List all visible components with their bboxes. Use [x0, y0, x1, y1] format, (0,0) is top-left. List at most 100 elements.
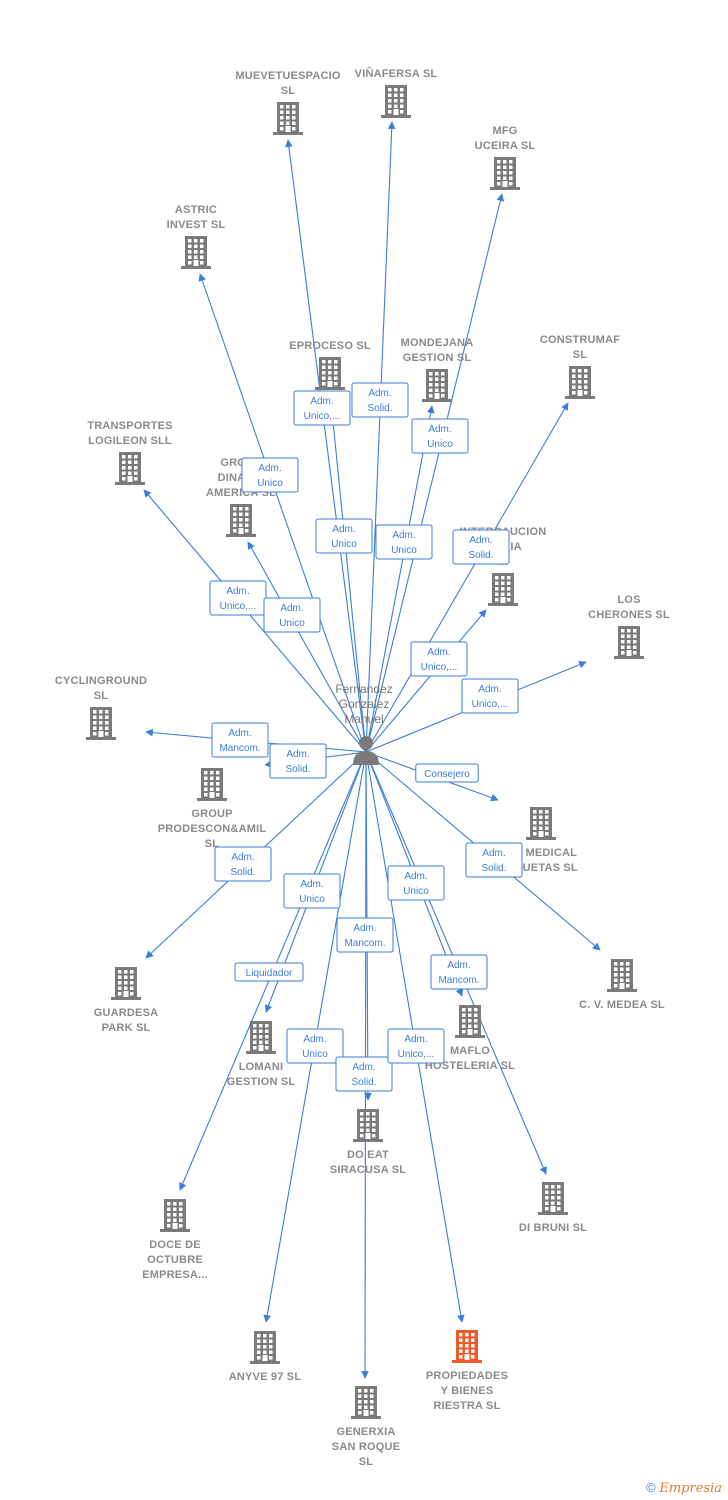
company-node-propiedades[interactable]: PROPIEDADES Y BIENES RIESTRA SL: [426, 1330, 508, 1412]
company-node-medical[interactable]: ...V MEDICAL...QUETAS SL: [504, 807, 578, 874]
building-icon: [488, 573, 518, 606]
edge-role-text: Adm.: [469, 535, 492, 546]
company-name: MUEVETUESPACIO: [235, 70, 341, 82]
company-node-vinafersa[interactable]: VIÑAFERSA SL: [355, 67, 438, 118]
company-name: INVEST SL: [167, 219, 226, 231]
edge-role-badge[interactable]: Adm.Unico: [263, 597, 321, 633]
edge-role-badge[interactable]: Adm.Solid.: [214, 846, 272, 882]
edge-role-text: Unico: [257, 478, 283, 489]
company-name: EMPRESA...: [142, 1269, 208, 1281]
edge-vinafersa: [365, 121, 396, 753]
building-icon: [250, 1331, 280, 1364]
edge-role-text: Adm.: [478, 684, 501, 695]
edge-construmaf: [365, 402, 569, 753]
edge-role-badge[interactable]: Adm.Unico: [411, 418, 469, 454]
company-name: PROPIEDADES: [426, 1370, 508, 1382]
edge-role-badge[interactable]: Adm.Unico,...: [293, 390, 351, 426]
edge-transportes: [143, 489, 367, 753]
edge-role-badge[interactable]: Adm.Unico: [241, 457, 299, 493]
building-icon: [273, 102, 303, 135]
building-icon: [86, 707, 116, 740]
edge-role-badge[interactable]: Adm.Solid.: [351, 382, 409, 418]
edge-role-badge[interactable]: Adm.Unico: [375, 524, 433, 560]
edge-mfg: [365, 193, 505, 753]
company-name: ANYVE 97 SL: [229, 1371, 302, 1383]
edge-role-text: Solid.: [230, 867, 255, 878]
edge-role-badge[interactable]: Adm.Unico: [315, 518, 373, 554]
edge-role-text: Unico,...: [421, 662, 458, 673]
edge-mondejana: [365, 405, 435, 753]
company-name: LOMANI: [239, 1061, 284, 1073]
company-node-anyve[interactable]: ANYVE 97 SL: [229, 1331, 302, 1383]
edge-role-badge[interactable]: Adm.Unico: [283, 873, 341, 909]
edge-role-badge[interactable]: Adm.Unico: [387, 865, 445, 901]
company-name: Y BIENES: [441, 1385, 494, 1397]
company-name: EPROCESO SL: [289, 340, 371, 352]
edge-role-text: Adm.: [404, 871, 427, 882]
edge-role-badge[interactable]: Adm.Unico,...: [410, 641, 468, 677]
edge-role-badge[interactable]: Liquidador: [234, 962, 304, 982]
company-node-doce-octubre[interactable]: DOCE DEOCTUBREEMPRESA...: [142, 1199, 208, 1281]
company-node-di-bruni[interactable]: DI BRUNI SL: [519, 1182, 587, 1234]
edge-role-badge[interactable]: Adm.Solid.: [452, 529, 510, 565]
edge-eproceso: [329, 390, 367, 753]
edge-role-badge[interactable]: Adm.Mancom.: [211, 722, 269, 758]
edge-role-badge[interactable]: Adm. Solid.: [335, 1056, 393, 1092]
edge-role-badge[interactable]: Adm.Unico,...: [387, 1028, 445, 1064]
edge-role-badge[interactable]: Adm. Unico,...: [461, 678, 519, 714]
copyright-icon: ©: [646, 1480, 656, 1495]
edge-role-text: Adm.: [392, 530, 415, 541]
edge-role-text: Adm.: [482, 848, 505, 859]
edge-role-text: Adm.: [353, 923, 376, 934]
building-icon: [226, 504, 256, 537]
company-name: RIESTRA SL: [434, 1400, 501, 1412]
company-node-cv-medea[interactable]: C. V. MEDEA SL: [579, 959, 665, 1011]
edge-role-text: Unico,...: [472, 699, 509, 710]
company-name: DI BRUNI SL: [519, 1222, 587, 1234]
edge-role-badge[interactable]: Adm.Unico,...: [209, 580, 267, 616]
edge-role-text: Adm.: [352, 1062, 375, 1073]
building-icon: [452, 1330, 482, 1363]
person-name: Fernandez: [335, 682, 392, 696]
edge-role-text: Adm.: [303, 1034, 326, 1045]
building-icon: [538, 1182, 568, 1215]
company-name: ...QUETAS SL: [504, 862, 578, 874]
edge-role-badge[interactable]: Adm.Solid.: [269, 743, 327, 779]
company-name: PRODESCON&AMIL: [158, 823, 267, 835]
edge-role-badge[interactable]: Consejero: [415, 763, 479, 783]
edge-role-badge[interactable]: Adm.Mancom.: [336, 917, 394, 953]
building-icon: [381, 85, 411, 118]
building-icon: [115, 452, 145, 485]
edge-role-badge[interactable]: Adm.Solid.: [465, 842, 523, 878]
person-name: Manuel: [344, 712, 383, 726]
person-name: Gonzalez: [339, 697, 390, 711]
edge-role-text: Solid.: [351, 1077, 376, 1088]
edge-group-dinamic: [247, 541, 367, 753]
edge-role-badge[interactable]: Adm.Mancom.: [430, 954, 488, 990]
company-node-eproceso[interactable]: EPROCESO SL: [289, 340, 371, 390]
company-name: MFG: [492, 125, 517, 137]
brand-logo[interactable]: Empresia: [659, 1481, 722, 1496]
person-icon: [353, 736, 379, 765]
edge-role-text: Consejero: [424, 769, 470, 780]
company-name: DO EAT: [347, 1149, 389, 1161]
edge-role-text: Unico,...: [398, 1049, 435, 1060]
edge-role-badge[interactable]: Adm.Unico: [286, 1028, 344, 1064]
company-name: SL: [573, 349, 588, 361]
